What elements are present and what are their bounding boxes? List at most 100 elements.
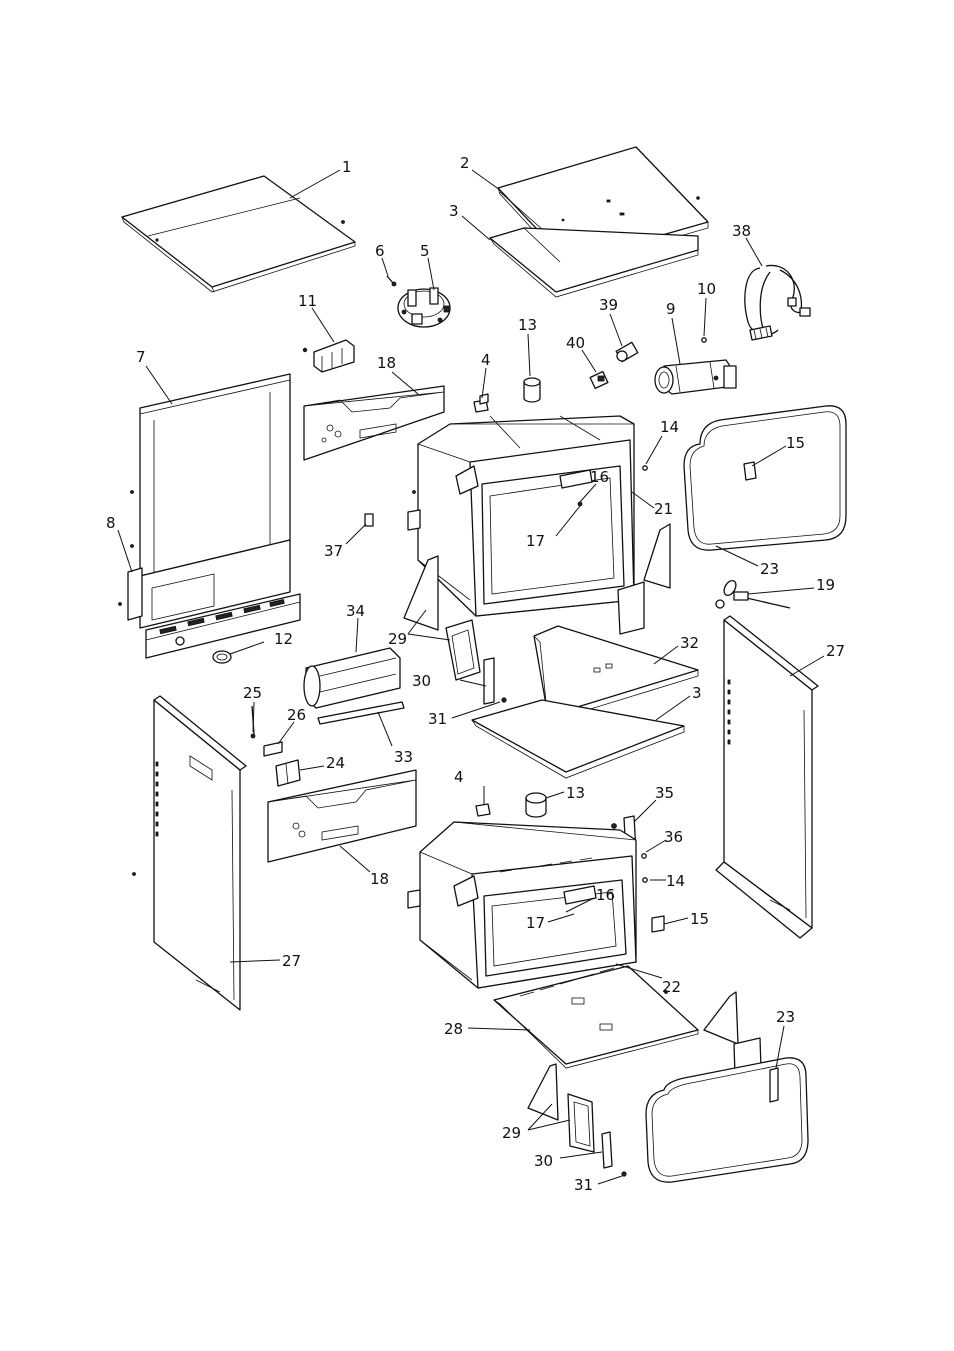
part-38-wire-harness bbox=[744, 264, 811, 341]
callout-1: 1 bbox=[342, 158, 352, 176]
part-18-rear-panel-lower bbox=[267, 769, 417, 863]
callout-19: 19 bbox=[816, 576, 835, 594]
callout-31-lower: 31 bbox=[574, 1176, 593, 1194]
callout-12: 12 bbox=[274, 630, 293, 648]
part-30-bracket bbox=[445, 619, 495, 705]
callout-18: 18 bbox=[377, 354, 396, 372]
part-23-door-gasket-lower bbox=[645, 1057, 809, 1183]
part-18-rear-panel bbox=[303, 385, 445, 461]
callout-22: 22 bbox=[662, 978, 681, 996]
part-30-bracket-lower bbox=[567, 1093, 613, 1169]
vent-slots bbox=[499, 857, 593, 873]
part-19-sensor-probe bbox=[715, 579, 791, 609]
callout-29: 29 bbox=[388, 630, 407, 648]
callout-31: 31 bbox=[428, 710, 447, 728]
callout-38: 38 bbox=[732, 222, 751, 240]
callout-37: 37 bbox=[324, 542, 343, 560]
callout-2: 2 bbox=[460, 154, 470, 172]
callout-13: 13 bbox=[518, 316, 537, 334]
part-28-floor-panel bbox=[493, 965, 699, 1069]
part-4-bracket-lower bbox=[475, 803, 491, 817]
part-5-fan-motor bbox=[397, 287, 451, 328]
callout-14: 14 bbox=[660, 418, 679, 436]
part-26-bracket bbox=[263, 741, 283, 757]
callout-28: 28 bbox=[444, 1020, 463, 1038]
part-13-cap-lower bbox=[525, 792, 547, 818]
callout-16: 16 bbox=[590, 468, 609, 486]
floor-vents bbox=[519, 967, 615, 997]
callout-5: 5 bbox=[420, 242, 430, 260]
callout-13-lower: 13 bbox=[566, 784, 585, 802]
part-3-panel-middle bbox=[471, 699, 685, 779]
part-13-cap bbox=[523, 377, 541, 403]
callout-33: 33 bbox=[394, 748, 413, 766]
callout-9: 9 bbox=[666, 300, 676, 318]
part-14-screw-lower bbox=[642, 877, 648, 883]
part-34-heating-element bbox=[303, 647, 401, 709]
callout-17-lower: 17 bbox=[526, 914, 545, 932]
callout-34: 34 bbox=[346, 602, 365, 620]
part-22-lower-oven-cavity bbox=[407, 821, 637, 989]
callout-4-lower: 4 bbox=[454, 768, 464, 786]
part-39-thermostat bbox=[615, 341, 639, 363]
part-27-right-side-panel bbox=[715, 615, 819, 939]
callout-14-lower: 14 bbox=[666, 872, 685, 890]
callout-7: 7 bbox=[136, 348, 146, 366]
callout-25: 25 bbox=[243, 684, 262, 702]
part-15-latch bbox=[651, 915, 665, 933]
part-9-fan-assembly bbox=[654, 359, 737, 395]
callout-27: 27 bbox=[826, 642, 845, 660]
callout-8: 8 bbox=[106, 514, 116, 532]
part-29-insulation-plate bbox=[403, 523, 671, 635]
part-4-bracket bbox=[473, 393, 489, 413]
part-14-screw bbox=[642, 465, 648, 471]
callout-24: 24 bbox=[326, 754, 345, 772]
callout-40: 40 bbox=[566, 334, 585, 352]
part-3-panel bbox=[489, 227, 699, 298]
callout-39: 39 bbox=[599, 296, 618, 314]
part-6-screw bbox=[386, 275, 397, 287]
part-31-screw bbox=[501, 697, 507, 703]
slot-row-left bbox=[155, 761, 159, 837]
callout-23-lower: 23 bbox=[776, 1008, 795, 1026]
part-40-switch bbox=[589, 370, 609, 390]
callout-27-lower: 27 bbox=[282, 952, 301, 970]
callout-21: 21 bbox=[654, 500, 673, 518]
part-21-upper-oven-cavity bbox=[407, 415, 635, 617]
part-1-top-panel bbox=[121, 175, 356, 293]
part-24-bracket bbox=[275, 759, 301, 787]
callout-30: 30 bbox=[412, 672, 431, 690]
callout-15: 15 bbox=[786, 434, 805, 452]
part-7-back-panel bbox=[118, 373, 301, 659]
leader-lines bbox=[117, 169, 825, 1185]
callout-18-lower: 18 bbox=[370, 870, 389, 888]
callout-3-middle: 3 bbox=[692, 684, 702, 702]
part-31-screw-lower bbox=[621, 1171, 627, 1177]
callout-4: 4 bbox=[481, 351, 491, 369]
callout-30-lower: 30 bbox=[534, 1152, 553, 1170]
callout-36: 36 bbox=[664, 828, 683, 846]
callout-16-lower: 16 bbox=[596, 886, 615, 904]
callout-labels: 1 2 3 38 6 5 11 39 10 13 9 7 40 4 18 14 … bbox=[106, 154, 845, 1194]
part-37-clip bbox=[364, 513, 374, 527]
callout-15-lower: 15 bbox=[690, 910, 709, 928]
callout-11: 11 bbox=[298, 292, 317, 310]
part-10-screw bbox=[701, 337, 707, 343]
callout-17: 17 bbox=[526, 532, 545, 550]
slot-row-right bbox=[727, 679, 731, 745]
callout-35: 35 bbox=[655, 784, 674, 802]
part-11-bracket bbox=[302, 339, 355, 373]
callout-10: 10 bbox=[697, 280, 716, 298]
part-12-grommet bbox=[212, 650, 232, 664]
part-33-strip bbox=[317, 701, 405, 725]
callout-26: 26 bbox=[287, 706, 306, 724]
callout-29-lower: 29 bbox=[502, 1124, 521, 1142]
callout-23: 23 bbox=[760, 560, 779, 578]
callout-6: 6 bbox=[375, 242, 385, 260]
part-36-screw bbox=[641, 853, 647, 859]
callout-3: 3 bbox=[449, 202, 459, 220]
part-23-door-gasket bbox=[683, 405, 847, 551]
callout-32: 32 bbox=[680, 634, 699, 652]
